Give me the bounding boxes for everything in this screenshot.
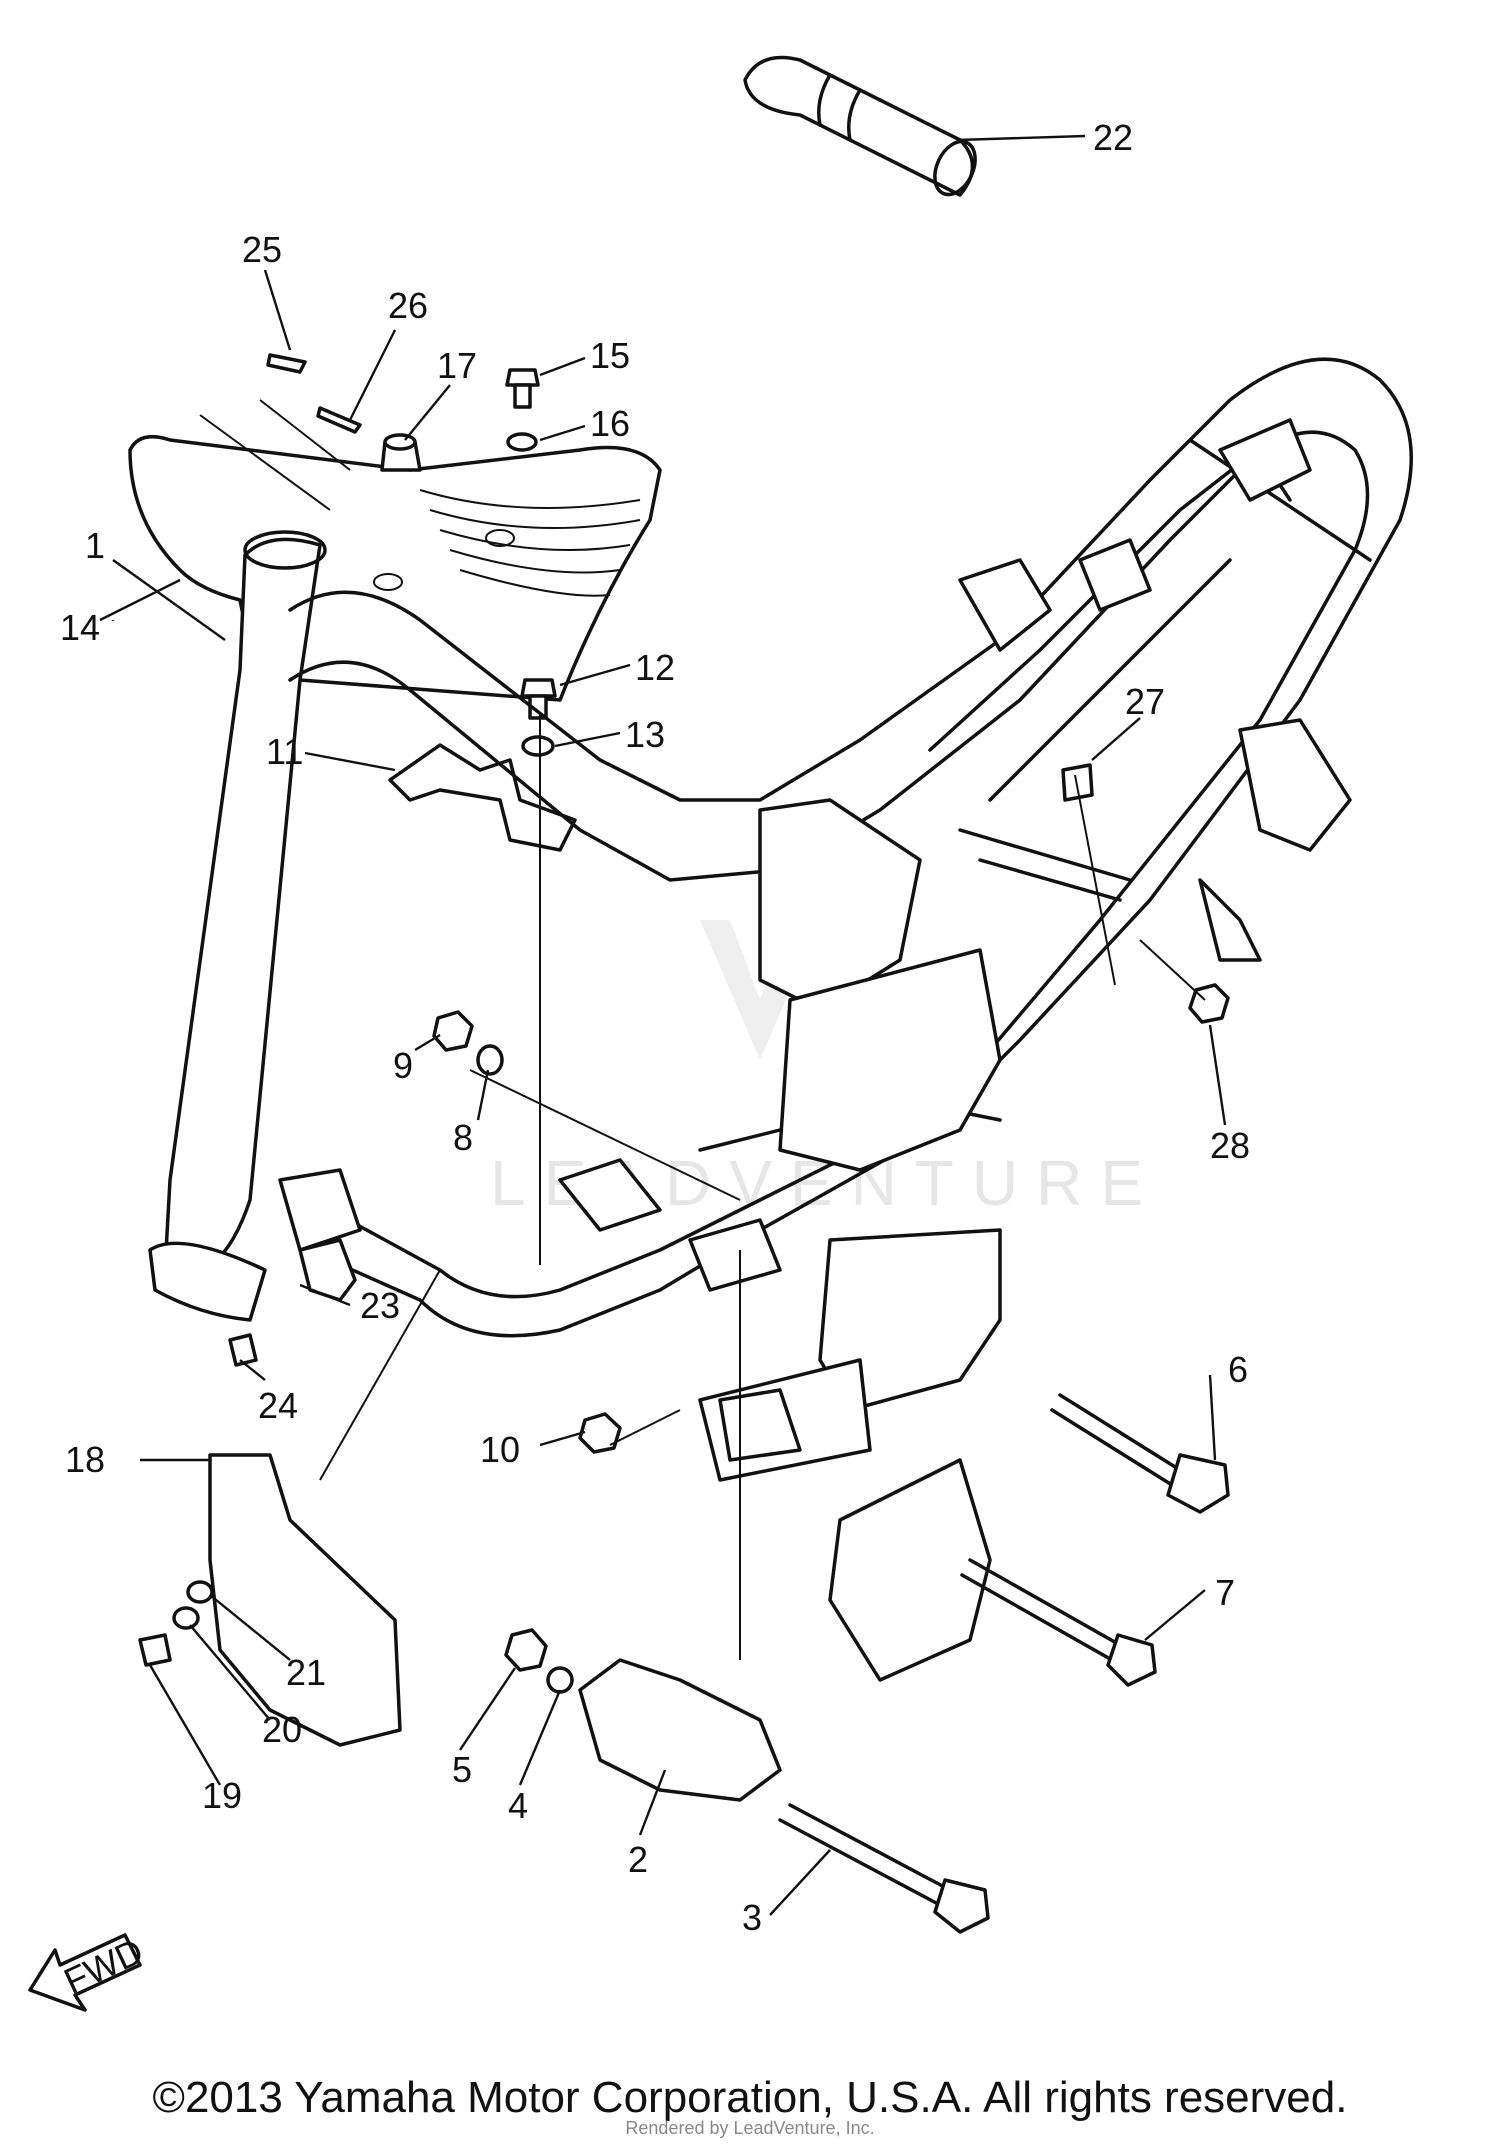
part-4-washer bbox=[546, 1666, 574, 1694]
part-25-clip bbox=[266, 353, 307, 374]
part-20-washer bbox=[172, 1606, 200, 1630]
callout-17: 17 bbox=[437, 345, 477, 386]
part-2-mount bbox=[578, 1658, 782, 1802]
fwd-arrow-icon: FWD bbox=[28, 1930, 150, 2012]
part-15-bolt bbox=[505, 368, 540, 409]
callout-18: 18 bbox=[65, 1439, 105, 1480]
callout-14: 14 bbox=[60, 607, 100, 648]
callout-2: 2 bbox=[628, 1839, 648, 1880]
part-26-clip bbox=[316, 406, 362, 434]
callout-24: 24 bbox=[258, 1385, 298, 1426]
callout-11: 11 bbox=[266, 731, 303, 772]
part-18-guard bbox=[208, 1453, 402, 1747]
callout-23: 23 bbox=[360, 1285, 400, 1326]
callout-3: 3 bbox=[742, 1897, 762, 1938]
part-6-bolt bbox=[1050, 1393, 1230, 1514]
callout-25: 25 bbox=[242, 229, 282, 270]
callout-22: 22 bbox=[1093, 117, 1133, 158]
part-21-washer bbox=[186, 1580, 214, 1604]
rendered-by-credit: Rendered by LeadVenture, Inc. bbox=[625, 2118, 875, 2138]
callout-21: 21 bbox=[286, 1652, 326, 1693]
callout-4: 4 bbox=[508, 1785, 528, 1826]
callout-20: 20 bbox=[262, 1709, 302, 1750]
part-23-clamp bbox=[298, 1238, 357, 1302]
callout-7: 7 bbox=[1215, 1572, 1235, 1613]
part-24-screw bbox=[228, 1333, 258, 1367]
part-10-nut bbox=[578, 1412, 622, 1454]
part-9-nut bbox=[432, 1010, 474, 1052]
callout-1: 1 bbox=[85, 525, 105, 566]
part-8-washer bbox=[476, 1044, 504, 1076]
copyright-notice: ©2013 Yamaha Motor Corporation, U.S.A. A… bbox=[152, 2073, 1348, 2122]
part-1-frame bbox=[148, 357, 1413, 1682]
part-16-washer bbox=[506, 432, 538, 452]
part-3-bolt bbox=[778, 1803, 990, 1934]
callout-28: 28 bbox=[1210, 1125, 1250, 1166]
callout-9: 9 bbox=[393, 1045, 413, 1086]
part-17-damper bbox=[380, 433, 422, 472]
part-12-bolt bbox=[520, 678, 557, 720]
callout-12: 12 bbox=[635, 647, 675, 688]
leader-lines bbox=[99, 134, 1227, 1916]
part-7-bolt bbox=[960, 1558, 1157, 1687]
callout-27: 27 bbox=[1125, 681, 1165, 722]
callout-26: 26 bbox=[388, 285, 428, 326]
callout-10: 10 bbox=[480, 1429, 520, 1470]
part-11-bracket bbox=[388, 743, 577, 852]
callout-13: 13 bbox=[625, 714, 665, 755]
part-14-seat bbox=[128, 434, 662, 702]
callout-8: 8 bbox=[453, 1117, 473, 1158]
part-22-grip bbox=[743, 55, 977, 197]
callout-19: 19 bbox=[202, 1775, 242, 1816]
callout-16: 16 bbox=[590, 403, 630, 444]
callout-6: 6 bbox=[1228, 1349, 1248, 1390]
fwd-arrow-label: FWD bbox=[58, 1930, 150, 2002]
part-13-washer bbox=[521, 735, 555, 757]
part-5-nut bbox=[504, 1628, 548, 1672]
callout-5: 5 bbox=[452, 1749, 472, 1790]
callout-labels: 22 25 26 15 17 16 14 12 13 11 27 1 9 8 2… bbox=[60, 117, 1250, 1938]
part-27-bracket bbox=[1061, 763, 1094, 802]
part-19-bolt bbox=[138, 1633, 172, 1667]
callout-15: 15 bbox=[590, 335, 630, 376]
